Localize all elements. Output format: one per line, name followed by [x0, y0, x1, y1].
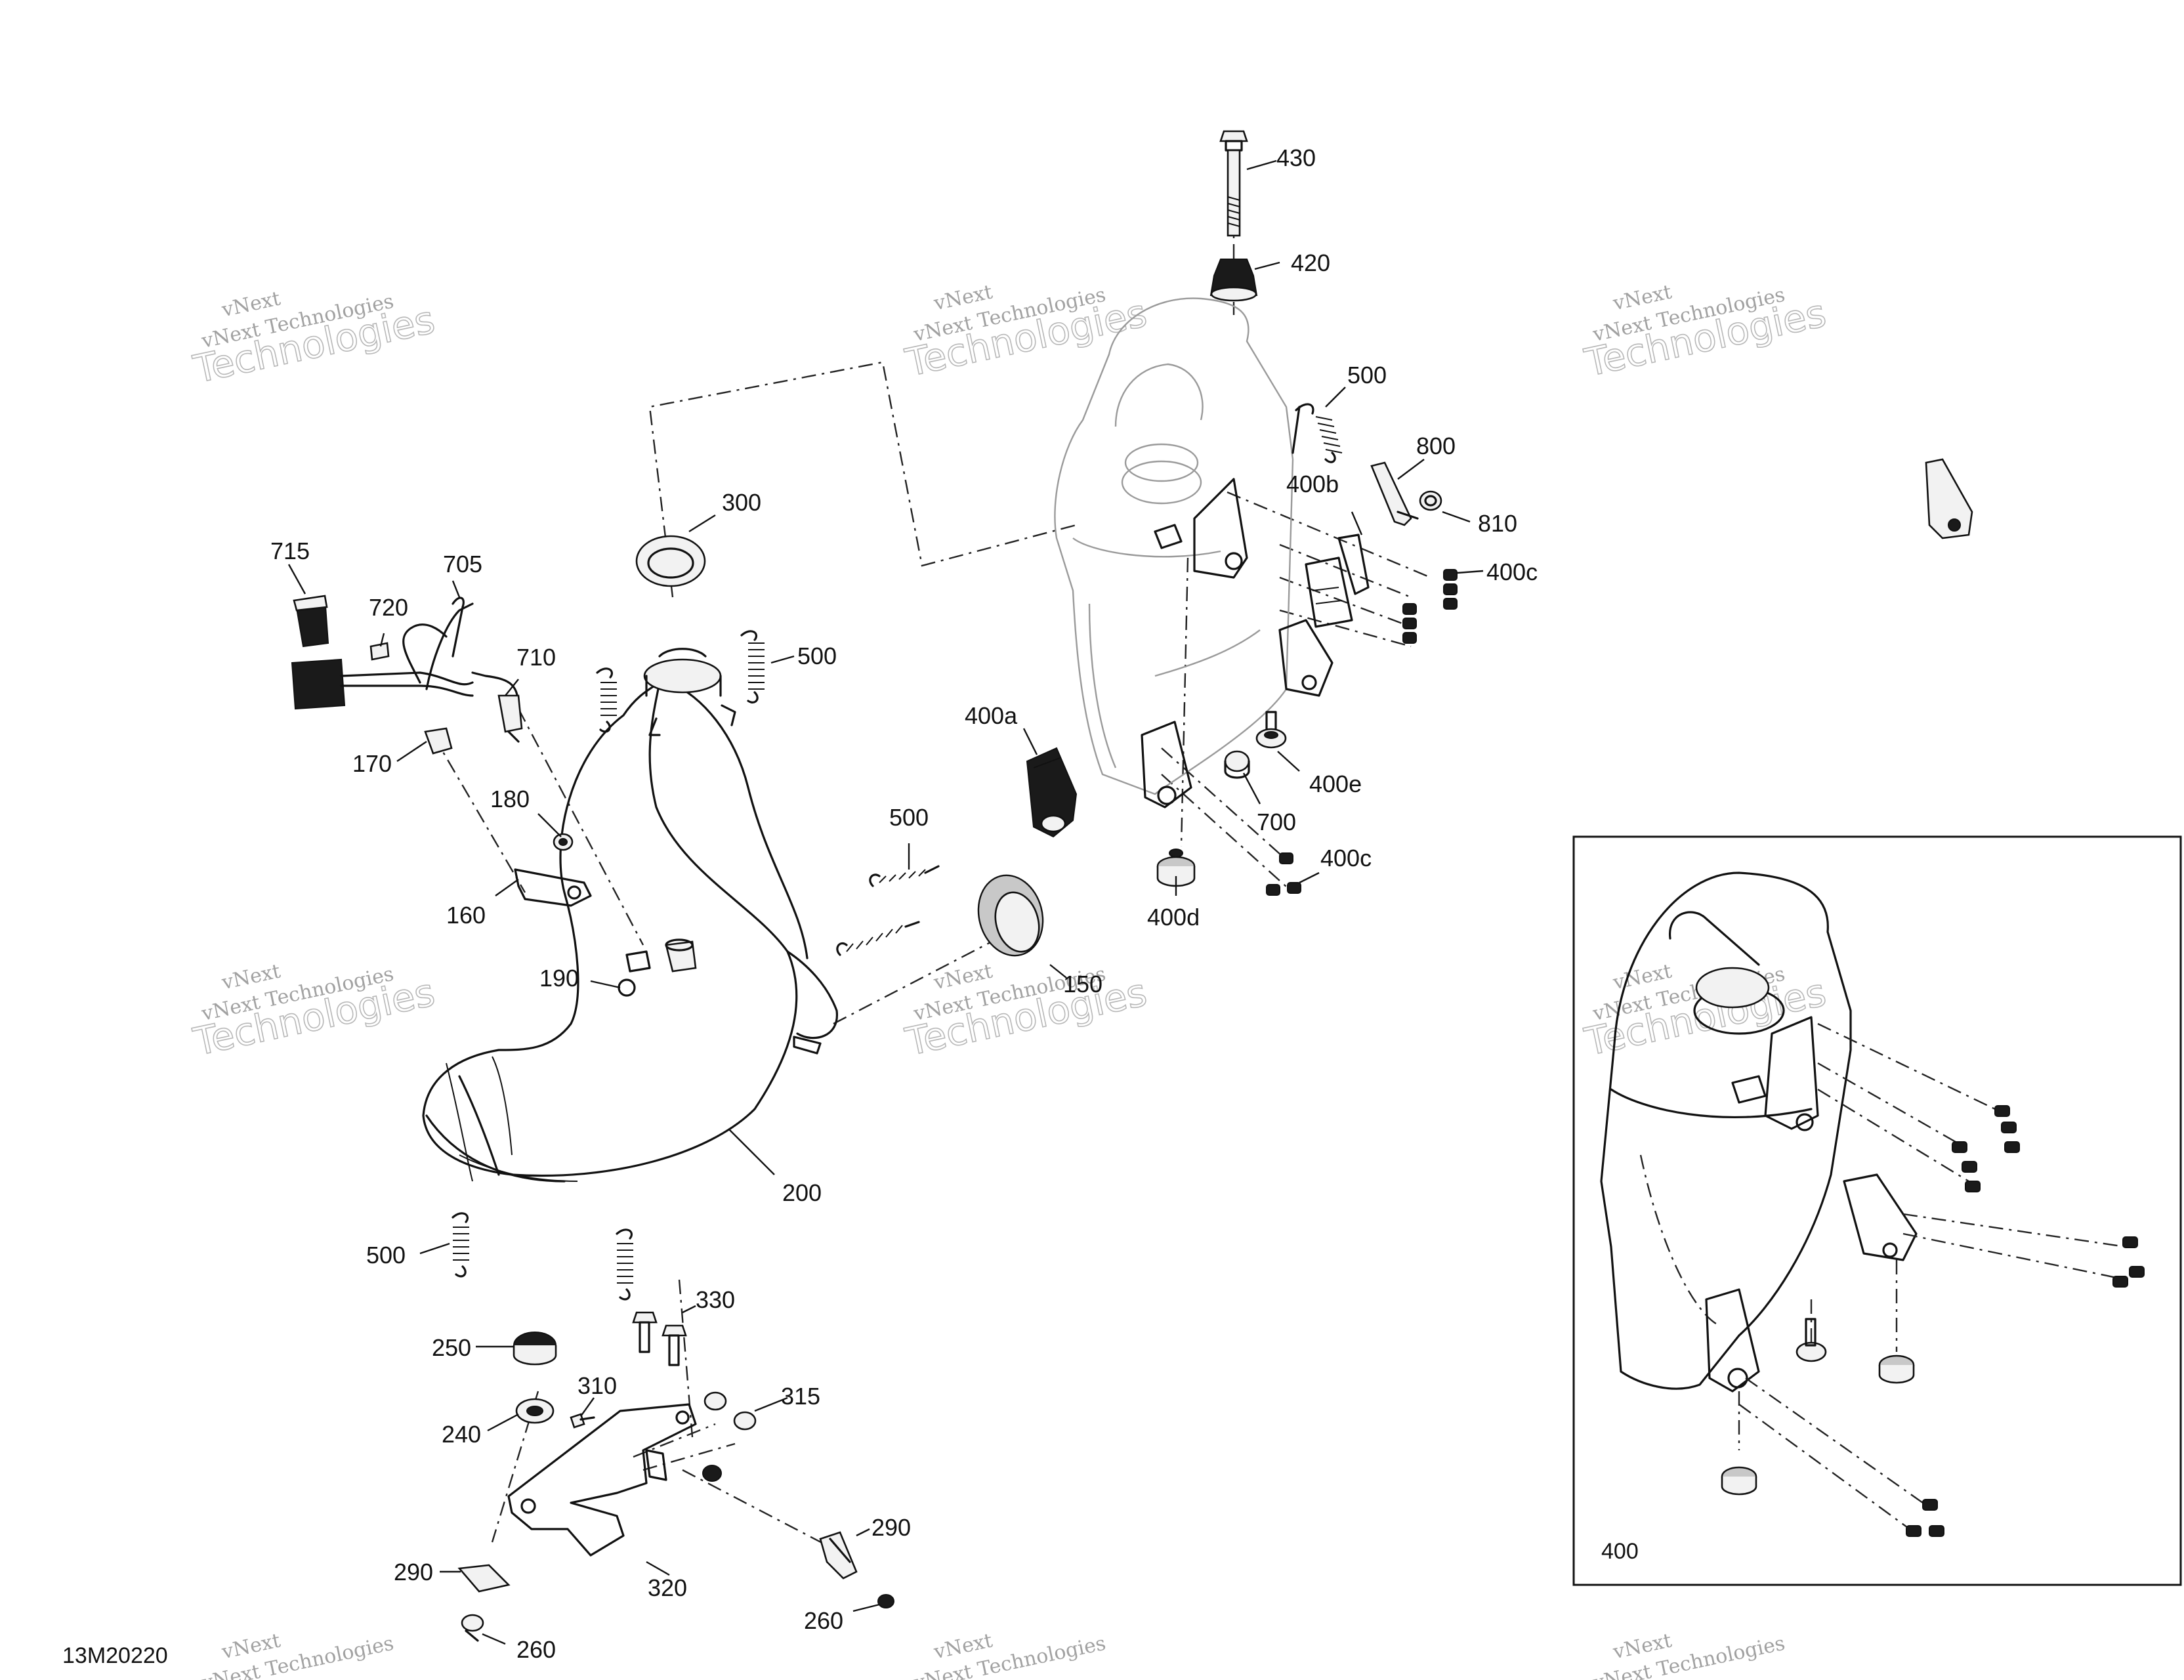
callout-500: 500 — [889, 804, 929, 831]
inset-label: 400 — [1601, 1539, 1639, 1564]
sensor-710 — [497, 694, 523, 743]
callout-810: 810 — [1478, 510, 1517, 537]
cap-250 — [513, 1332, 557, 1366]
callout-500: 500 — [366, 1242, 406, 1269]
gasket-150 — [977, 874, 1044, 957]
spring-500-right — [869, 865, 940, 887]
muffler-ghost — [1054, 297, 1294, 795]
callout-170: 170 — [352, 750, 392, 777]
callout-240: 240 — [442, 1421, 481, 1448]
callout-710: 710 — [516, 644, 556, 671]
callout-160: 160 — [446, 902, 486, 929]
bolts-330 — [632, 1311, 687, 1366]
sensor-harness — [291, 602, 520, 710]
exhaust-pipe-200 — [422, 648, 838, 1183]
callout-400c: 400c — [1320, 845, 1372, 872]
callout-800: 800 — [1416, 432, 1456, 459]
clip-170 — [424, 727, 453, 755]
callout-250: 250 — [432, 1334, 471, 1361]
spring-500-mid2 — [596, 667, 617, 733]
callout-700: 700 — [1257, 808, 1296, 835]
clip-800 — [1370, 461, 1419, 526]
callout-labels: 430 420 500 800 400b 810 400c 300 715 70… — [270, 144, 1538, 1663]
fastener-260-left — [461, 1614, 484, 1642]
spring-500-top — [1292, 403, 1343, 463]
connector-715 — [293, 595, 329, 648]
callout-400d: 400d — [1147, 904, 1200, 931]
callout-430: 430 — [1276, 144, 1316, 171]
callout-190: 190 — [539, 965, 579, 992]
callout-320: 320 — [648, 1574, 687, 1601]
spring-500-lower-mid — [616, 1228, 633, 1301]
bolt-310 — [570, 1413, 595, 1429]
bracket-320 — [507, 1403, 697, 1557]
clip-290-left — [457, 1564, 511, 1593]
bracket-floating — [1925, 458, 1973, 539]
callout-420: 420 — [1291, 249, 1330, 276]
callout-720: 720 — [369, 594, 408, 621]
bracket-400b — [1305, 534, 1370, 628]
nut-810 — [1419, 490, 1442, 511]
stud-400e — [1255, 711, 1287, 749]
callout-150: 150 — [1063, 971, 1102, 998]
callout-260: 260 — [516, 1636, 556, 1663]
callout-180: 180 — [490, 786, 530, 812]
spring-500-lower-left — [452, 1212, 469, 1278]
spring-500-mid — [740, 630, 765, 704]
callout-715: 715 — [270, 537, 310, 564]
callout-310: 310 — [578, 1372, 617, 1399]
bolt-430 — [1219, 130, 1248, 237]
grommet-420 — [1209, 259, 1258, 302]
callout-500: 500 — [1347, 362, 1387, 388]
callout-290: 290 — [394, 1559, 433, 1586]
fasteners-400c-bottom — [1266, 852, 1301, 896]
drawing-number: 13M20220 — [62, 1643, 168, 1668]
hose-705 — [452, 597, 465, 658]
watermark-group: vNext vNext Technologies Technologies vN… — [189, 280, 1830, 1680]
muffler-bracket-side — [1278, 619, 1334, 697]
callout-500: 500 — [797, 642, 837, 669]
callout-330: 330 — [696, 1286, 735, 1313]
callout-400a: 400a — [965, 702, 1018, 729]
callout-300: 300 — [722, 489, 761, 516]
spring-500-right2 — [836, 921, 920, 956]
gasket-300 — [635, 535, 706, 587]
callout-705: 705 — [443, 551, 482, 578]
clip-720 — [369, 642, 390, 661]
bracket-160 — [514, 868, 592, 907]
callout-400c: 400c — [1486, 558, 1538, 585]
boss-190 — [618, 938, 697, 997]
callout-290: 290 — [872, 1514, 911, 1541]
nut-180 — [553, 833, 574, 851]
muffler-bracket-upper — [1154, 478, 1248, 579]
cover-400a — [1026, 747, 1078, 838]
fastener-260-right — [877, 1594, 894, 1608]
callout-315: 315 — [781, 1383, 820, 1410]
clip-290-right — [819, 1531, 858, 1580]
plug-700 — [1224, 750, 1250, 779]
leader-lines — [287, 159, 1484, 1645]
callout-200: 200 — [782, 1179, 822, 1206]
callout-260: 260 — [804, 1607, 843, 1634]
nuts-315 — [702, 1391, 757, 1482]
fasteners-400c-top — [1402, 569, 1458, 644]
callout-400b: 400b — [1286, 471, 1339, 497]
muffler-bracket-lower — [1141, 721, 1192, 808]
callout-400e: 400e — [1309, 770, 1362, 797]
washer-240 — [515, 1398, 555, 1424]
inset-400: 400 — [1572, 835, 2182, 1586]
